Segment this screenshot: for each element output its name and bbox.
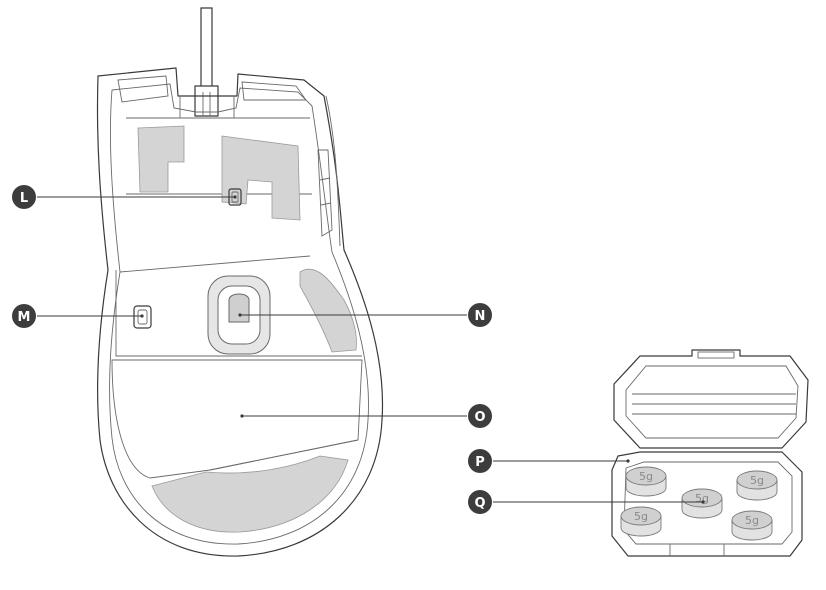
mouse-body xyxy=(97,8,382,556)
weight-label: 5g xyxy=(745,514,759,527)
svg-text:Q: Q xyxy=(474,496,485,511)
weights-layer: 5g 5g 5g 5g 5g xyxy=(621,467,777,540)
weight-5g: 5g xyxy=(682,489,722,518)
weight-5g: 5g xyxy=(732,511,772,540)
callout-P: P xyxy=(468,449,630,473)
weight-5g: 5g xyxy=(621,507,661,536)
weight-label: 5g xyxy=(634,510,648,523)
top-right-skate xyxy=(222,136,300,220)
top-left-skate xyxy=(138,126,184,192)
callout-M: M xyxy=(12,304,144,328)
svg-text:O: O xyxy=(474,410,485,425)
weight-label: 5g xyxy=(639,470,653,483)
side-skate xyxy=(300,269,357,352)
svg-text:P: P xyxy=(475,455,485,470)
weight-case-lid xyxy=(614,350,808,448)
svg-text:N: N xyxy=(475,309,486,324)
weight-label: 5g xyxy=(750,474,764,487)
weight-5g: 5g xyxy=(626,467,666,496)
svg-text:M: M xyxy=(18,310,31,325)
svg-text:L: L xyxy=(20,191,28,206)
callout-O: O xyxy=(240,404,492,428)
mouse-cable xyxy=(195,8,218,116)
callout-L: L xyxy=(12,185,237,209)
callout-Q: Q xyxy=(468,490,705,514)
bottom-skate xyxy=(152,456,348,532)
weight-5g: 5g xyxy=(737,471,777,500)
